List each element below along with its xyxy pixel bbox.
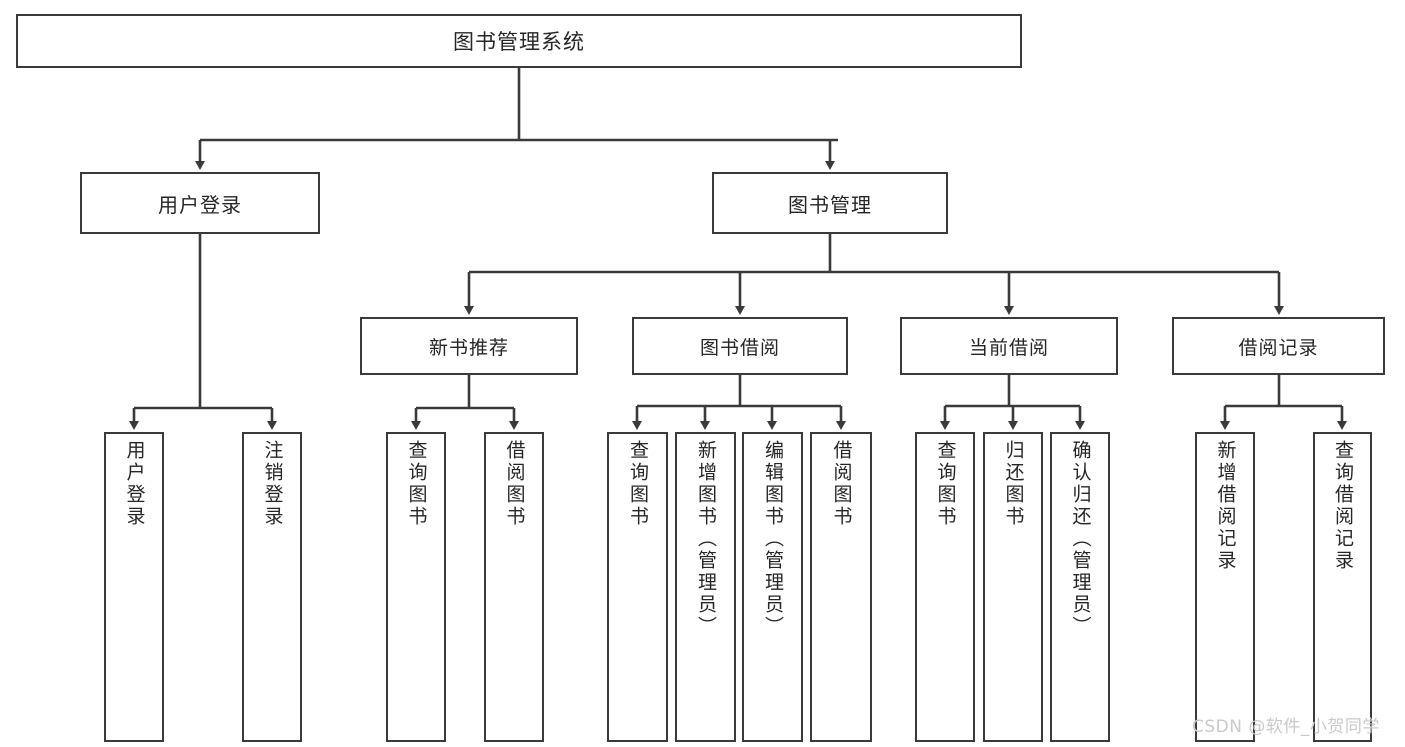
node-leaf-logout[interactable]: 注销登录 — [242, 432, 302, 742]
node-label: 用户登录 — [123, 440, 146, 528]
node-leaf-add-book-admin[interactable]: 新增图书（管理员） — [675, 432, 736, 742]
node-root[interactable]: 图书管理系统 — [16, 14, 1022, 68]
node-label: 查询借阅记录 — [1332, 440, 1354, 572]
node-label: 图书借阅 — [699, 336, 780, 359]
node-leaf-borrow-book-recommend[interactable]: 借阅图书 — [484, 432, 544, 742]
watermark-text: CSDN @软件_小贺同学 — [1192, 717, 1380, 737]
node-level2-book-borrow[interactable]: 图书借阅 — [632, 317, 848, 375]
node-level2-new-book-recommendation[interactable]: 新书推荐 — [360, 317, 578, 375]
node-leaf-search-borrow-record[interactable]: 查询借阅记录 — [1313, 432, 1372, 742]
node-label: 注销登录 — [261, 440, 284, 528]
node-label: 新增图书（管理员） — [695, 440, 717, 638]
node-label: 借阅记录 — [1238, 336, 1319, 359]
node-leaf-user-login[interactable]: 用户登录 — [104, 432, 164, 742]
node-leaf-return-book[interactable]: 归还图书 — [983, 432, 1043, 742]
node-label: 归还图书 — [1002, 440, 1025, 528]
node-label: 确认归还（管理员） — [1069, 440, 1092, 638]
node-label: 图书管理 — [788, 192, 872, 217]
node-leaf-edit-book-admin[interactable]: 编辑图书（管理员） — [742, 432, 803, 742]
node-level1-user-login[interactable]: 用户登录 — [80, 172, 320, 234]
node-leaf-search-book-borrow[interactable]: 查询图书 — [607, 432, 668, 742]
node-label: 编辑图书（管理员） — [762, 440, 784, 638]
node-label: 新书推荐 — [428, 336, 509, 359]
node-label: 查询图书 — [405, 440, 428, 528]
node-label: 图书管理系统 — [453, 30, 585, 54]
node-label: 用户登录 — [158, 192, 242, 217]
node-label: 借阅图书 — [830, 440, 853, 528]
node-label: 借阅图书 — [503, 440, 526, 528]
node-level2-borrow-record[interactable]: 借阅记录 — [1172, 317, 1385, 375]
node-leaf-search-book-recommend[interactable]: 查询图书 — [386, 432, 446, 742]
node-label: 查询图书 — [627, 440, 649, 528]
node-label: 当前借阅 — [968, 336, 1049, 359]
node-leaf-borrow-book[interactable]: 借阅图书 — [810, 432, 872, 742]
node-leaf-add-borrow-record[interactable]: 新增借阅记录 — [1195, 432, 1255, 742]
node-leaf-search-book-current[interactable]: 查询图书 — [915, 432, 975, 742]
node-level1-book-management[interactable]: 图书管理 — [712, 172, 948, 234]
node-label: 新增借阅记录 — [1214, 440, 1237, 572]
node-leaf-confirm-return-admin[interactable]: 确认归还（管理员） — [1050, 432, 1110, 742]
node-level2-current-borrow[interactable]: 当前借阅 — [900, 317, 1118, 375]
node-label: 查询图书 — [934, 440, 957, 528]
